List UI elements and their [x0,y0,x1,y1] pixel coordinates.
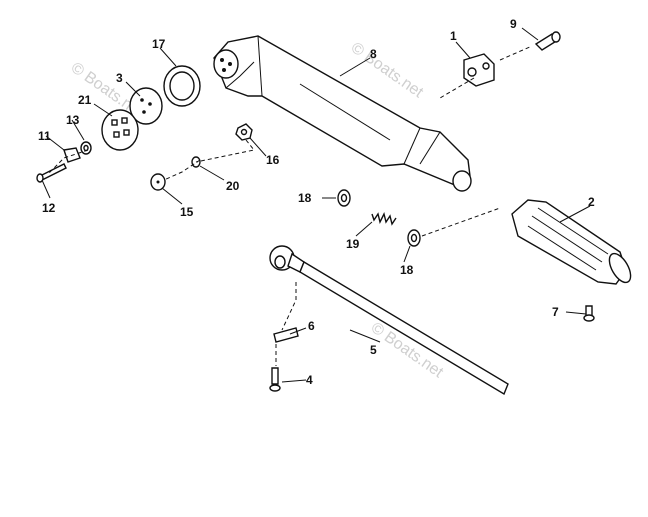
callout-9: 9 [510,17,517,31]
part-16-nut [235,123,253,141]
callout-15: 15 [180,205,194,219]
callout-6: 6 [308,319,315,333]
callout-18b: 18 [400,263,414,277]
callout-5: 5 [370,343,377,357]
part-1-bracket [463,53,495,87]
watermark-2: © Boats.net [348,39,427,101]
part-15-washer [150,173,166,191]
part-18b-washer [407,229,421,247]
part-9-screw [534,31,561,51]
callout-17: 17 [152,37,166,51]
part-4-screw [269,367,281,392]
assembly-lines [47,45,533,366]
callout-8: 8 [370,47,377,61]
part-19-spring [371,211,397,226]
part-7-screw [583,305,595,322]
callout-19: 19 [346,237,360,251]
callout-1: 1 [450,29,457,43]
callout-12: 12 [42,201,56,215]
part-12-screw [36,163,67,183]
callout-18a: 18 [298,191,312,205]
callout-7: 7 [552,305,559,319]
part-18a-washer [337,189,351,207]
callout-21: 21 [78,93,92,107]
callout-16: 16 [266,153,280,167]
callout-2: 2 [588,195,595,209]
callout-13: 13 [66,113,80,127]
part-17-retaining-ring [163,65,201,107]
part-2-grip [511,199,632,285]
callout-20: 20 [226,179,240,193]
part-21-plate [101,109,139,151]
part-13-washer [80,141,92,155]
part-6-clip [273,327,299,343]
part-8-tiller-arm [213,35,472,192]
callout-11: 11 [38,129,51,143]
leader-lines [41,27,591,383]
part-5-shaft [269,245,509,396]
part-3-plate [129,87,163,125]
callout-4: 4 [306,373,313,387]
callout-3: 3 [116,71,123,85]
